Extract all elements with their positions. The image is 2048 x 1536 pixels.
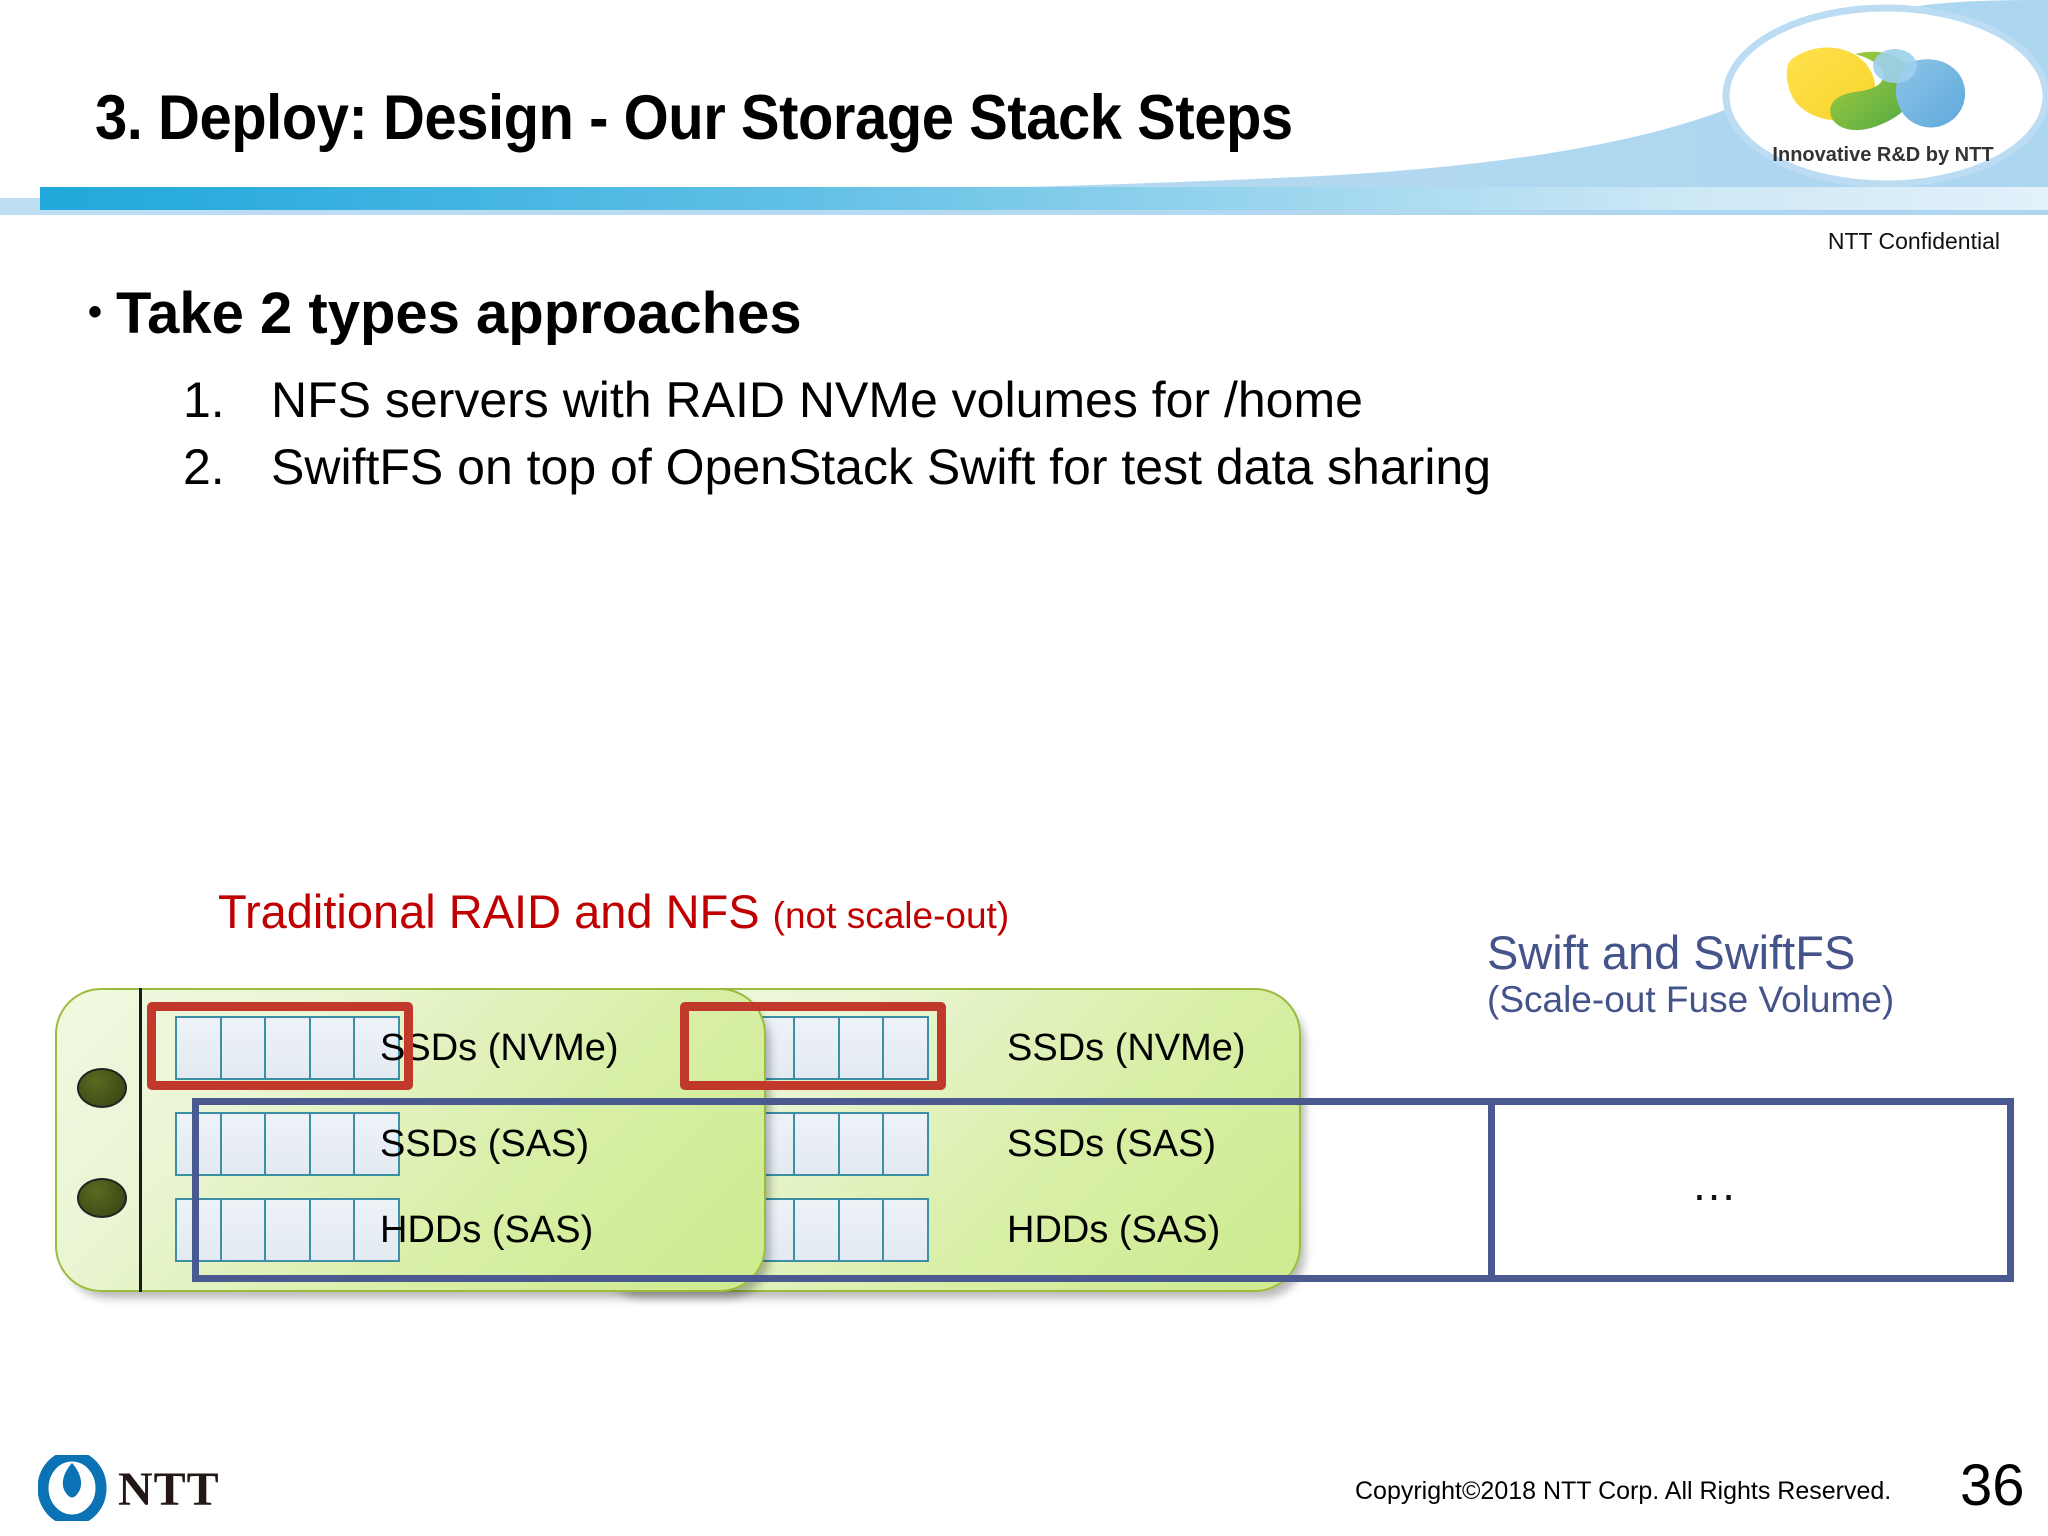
drive-cell: [837, 1112, 885, 1176]
chassis-divider: [139, 988, 142, 1292]
drive-array-nvme: [175, 1016, 400, 1080]
drive-row-label: HDDs (SAS): [380, 1209, 594, 1251]
drive-cell: [353, 1016, 400, 1080]
drive-array-ssd-sas: [175, 1112, 400, 1176]
numbered-list: 1. NFS servers with RAID NVMe volumes fo…: [183, 370, 1983, 504]
svg-text:NTT: NTT: [118, 1463, 220, 1516]
swift-volume-extension: …: [1488, 1098, 2014, 1282]
list-item: 1. NFS servers with RAID NVMe volumes fo…: [183, 370, 1983, 431]
drive-cell: [882, 1112, 929, 1176]
swift-swiftfs-title: Swift and SwiftFS: [1487, 926, 1856, 979]
drive-row-label: HDDs (SAS): [1007, 1209, 1221, 1251]
page-title: 3. Deploy: Design - Our Storage Stack St…: [95, 83, 1293, 153]
traditional-raid-nfs-note: (not scale-out): [772, 895, 1010, 936]
drive-cell: [882, 1016, 929, 1080]
storage-architecture-diagram: Traditional RAID and NFS (not scale-out)…: [0, 880, 2048, 1320]
drive-cell: [353, 1112, 400, 1176]
svg-text:Innovative R&D by NTT: Innovative R&D by NTT: [1772, 144, 1993, 166]
drive-cell: [308, 1198, 356, 1262]
list-item-number: 2.: [183, 439, 225, 495]
page-number: 36: [1960, 1453, 2025, 1518]
drive-cell: [837, 1198, 885, 1262]
bullet-marker: •: [88, 290, 103, 334]
list-item-text: SwiftFS on top of OpenStack Swift for te…: [271, 439, 1492, 495]
swift-swiftfs-note: (Scale-out Fuse Volume): [1487, 979, 1895, 1021]
drive-bay-indicator: [77, 1178, 127, 1218]
ntt-corporate-logo: NTT: [37, 1450, 258, 1526]
swift-volume-band: [192, 1098, 1508, 1282]
drive-row-label: SSDs (NVMe): [1007, 1027, 1246, 1069]
list-item: 2. SwiftFS on top of OpenStack Swift for…: [183, 437, 1983, 498]
traditional-raid-nfs-title: Traditional RAID and NFS: [218, 885, 760, 938]
drive-cell: [264, 1016, 311, 1080]
drive-cell: [308, 1016, 356, 1080]
swift-swiftfs-label: Swift and SwiftFS (Scale-out Fuse Volume…: [1487, 928, 1894, 1020]
ntt-rd-logo: Innovative R&D by NTT: [1735, 14, 2031, 176]
drive-row-label: SSDs (SAS): [380, 1123, 590, 1165]
more-nodes-ellipsis: …: [1691, 1158, 1743, 1210]
title-underline-bar: [40, 187, 2048, 210]
confidential-marking: NTT Confidential: [1827, 228, 2000, 254]
drive-bay-indicator: [77, 1068, 127, 1108]
raid-nvme-highlight-1: [147, 1002, 413, 1090]
traditional-raid-nfs-label: Traditional RAID and NFS (not scale-out): [218, 884, 1009, 939]
raid-nvme-highlight-2: [680, 1002, 946, 1090]
drive-row-label: SSDs (SAS): [1007, 1123, 1217, 1165]
drive-row-label: SSDs (NVMe): [380, 1027, 619, 1069]
copyright-notice: Copyright©2018 NTT Corp. All Rights Rese…: [1355, 1477, 1892, 1505]
drive-cell: [353, 1198, 400, 1262]
main-bullet-text: Take 2 types approaches: [116, 281, 802, 346]
main-bullet: • Take 2 types approaches: [88, 280, 802, 347]
list-item-text: NFS servers with RAID NVMe volumes for /…: [271, 372, 1363, 428]
drive-cell: [882, 1198, 929, 1262]
list-item-number: 1.: [183, 372, 225, 428]
drive-cell: [219, 1198, 267, 1262]
drive-cell: [837, 1016, 885, 1080]
